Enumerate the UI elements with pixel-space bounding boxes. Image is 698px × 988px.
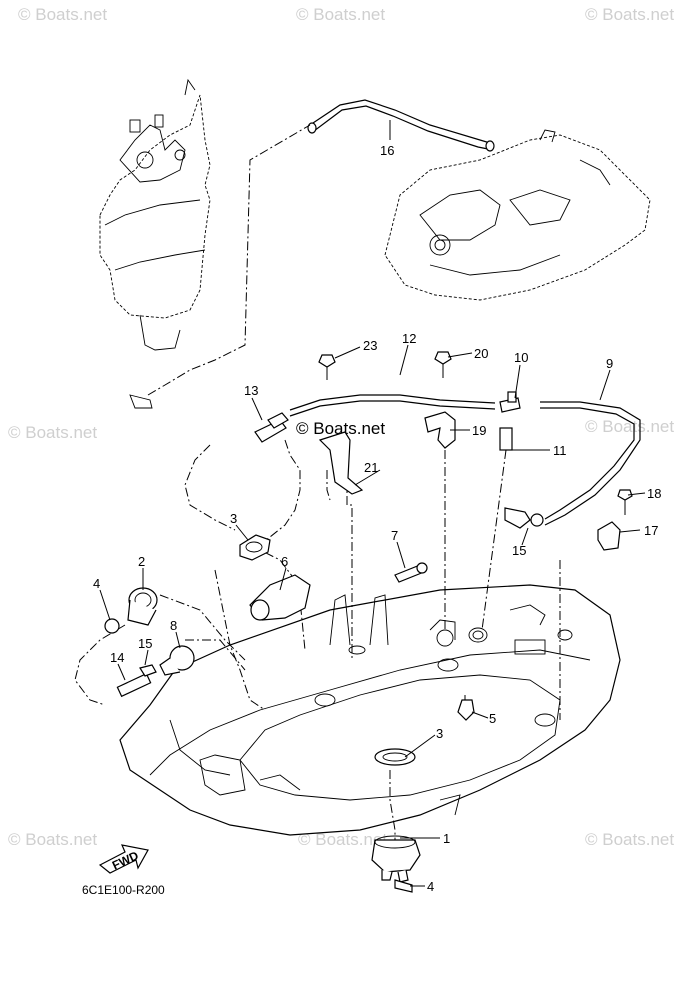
watermark: © Boats.net	[18, 5, 107, 24]
callout-6: 6	[281, 554, 288, 569]
powerhead-drawing	[99, 78, 211, 409]
bottom-cowling-drawing	[119, 584, 621, 836]
callout-leaders	[99, 120, 646, 887]
callout-3-lower: 3	[436, 726, 443, 741]
callout-7: 7	[391, 528, 398, 543]
callout-23: 23	[363, 338, 377, 353]
callout-4-upper: 4	[93, 576, 100, 591]
callout-5: 5	[489, 711, 496, 726]
callout-20: 20	[474, 346, 488, 361]
hose-16	[307, 99, 495, 152]
fwd-arrow-icon: FWD	[98, 844, 149, 874]
watermark: © Boats.net	[298, 830, 387, 849]
callout-9: 9	[606, 356, 613, 371]
callout-3-upper: 3	[230, 511, 237, 526]
watermarks: © Boats.net © Boats.net © Boats.net © Bo…	[8, 5, 674, 849]
callout-15-lower: 15	[138, 636, 152, 651]
callout-18: 18	[647, 486, 661, 501]
watermark: © Boats.net	[8, 423, 97, 442]
callout-13: 13	[244, 383, 258, 398]
watermark: © Boats.net	[8, 830, 97, 849]
diagram-code: 6C1E100-R200	[82, 883, 165, 897]
callout-1: 1	[443, 831, 450, 846]
callout-10: 10	[514, 350, 528, 365]
engine-base-plate-drawing	[384, 129, 651, 301]
watermark: © Boats.net	[585, 5, 674, 24]
callout-19: 19	[472, 423, 486, 438]
callout-11: 11	[553, 443, 567, 458]
callout-2: 2	[138, 554, 145, 569]
watermark: © Boats.net	[296, 5, 385, 24]
hose-12	[289, 394, 496, 417]
hose-14	[116, 672, 152, 698]
callout-15-upper: 15	[512, 543, 526, 558]
parts	[104, 351, 633, 893]
watermark: © Boats.net	[585, 830, 674, 849]
hose-9	[540, 401, 641, 526]
callout-4-lower: 4	[427, 879, 434, 894]
callout-12: 12	[402, 331, 416, 346]
callout-16: 16	[380, 143, 394, 158]
fwd-label: FWD	[110, 848, 141, 872]
callout-labels: 1 3 4 5 16 12 23 20 10 9 13 19 11 21 3 1…	[93, 143, 661, 894]
watermark: © Boats.net	[585, 417, 674, 436]
callout-14: 14	[110, 650, 124, 665]
callout-8: 8	[170, 618, 177, 633]
callout-17: 17	[644, 523, 658, 538]
watermark-center: © Boats.net	[296, 419, 385, 438]
callout-21: 21	[364, 460, 378, 475]
